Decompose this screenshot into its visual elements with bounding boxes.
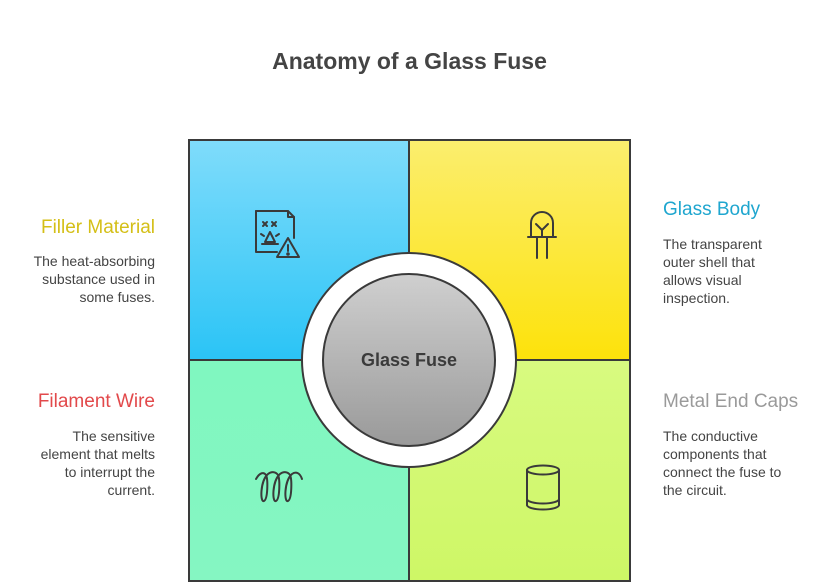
- glass-body-heading: Glass Body: [663, 199, 761, 220]
- diagram-title: Anatomy of a Glass Fuse: [272, 48, 547, 74]
- description-line: The heat-absorbing: [33, 253, 155, 269]
- description-line: allows visual: [663, 272, 742, 288]
- filler-warning-icon: [255, 210, 300, 258]
- description-line: current.: [107, 482, 155, 498]
- center-label: Glass Fuse: [360, 349, 458, 370]
- description-line: outer shell that: [663, 254, 755, 270]
- description-line: inspection.: [663, 290, 730, 306]
- center-node: Glass Fuse: [322, 273, 496, 447]
- description-line: some fuses.: [79, 289, 155, 305]
- filament-wire-heading: Filament Wire: [37, 391, 155, 412]
- cylinder-icon: [526, 464, 560, 511]
- filler-material-heading: Filler Material: [40, 217, 155, 238]
- metal-end-caps-heading: Metal End Caps: [663, 391, 799, 412]
- description-line: connect the fuse to: [663, 464, 782, 480]
- description-line: substance used in: [42, 271, 155, 287]
- description-line: The sensitive: [72, 428, 155, 444]
- quadrant-filler-material: [188, 139, 410, 361]
- glass-body-description: The transparent outer shell that allows …: [663, 235, 762, 307]
- filament-wire-description: The sensitive element that melts to inte…: [41, 427, 155, 499]
- metal-end-caps-description: The conductive components that connect t…: [663, 427, 781, 499]
- coil-icon: [255, 471, 303, 503]
- led-bulb-icon: [527, 211, 557, 259]
- filler-material-description: The heat-absorbing substance used in som…: [34, 252, 155, 306]
- description-line: The conductive: [663, 428, 758, 444]
- description-line: components that: [663, 446, 767, 462]
- description-line: The transparent: [663, 236, 762, 252]
- description-line: the circuit.: [663, 482, 727, 498]
- description-line: to interrupt the: [64, 464, 155, 480]
- description-line: element that melts: [40, 446, 155, 462]
